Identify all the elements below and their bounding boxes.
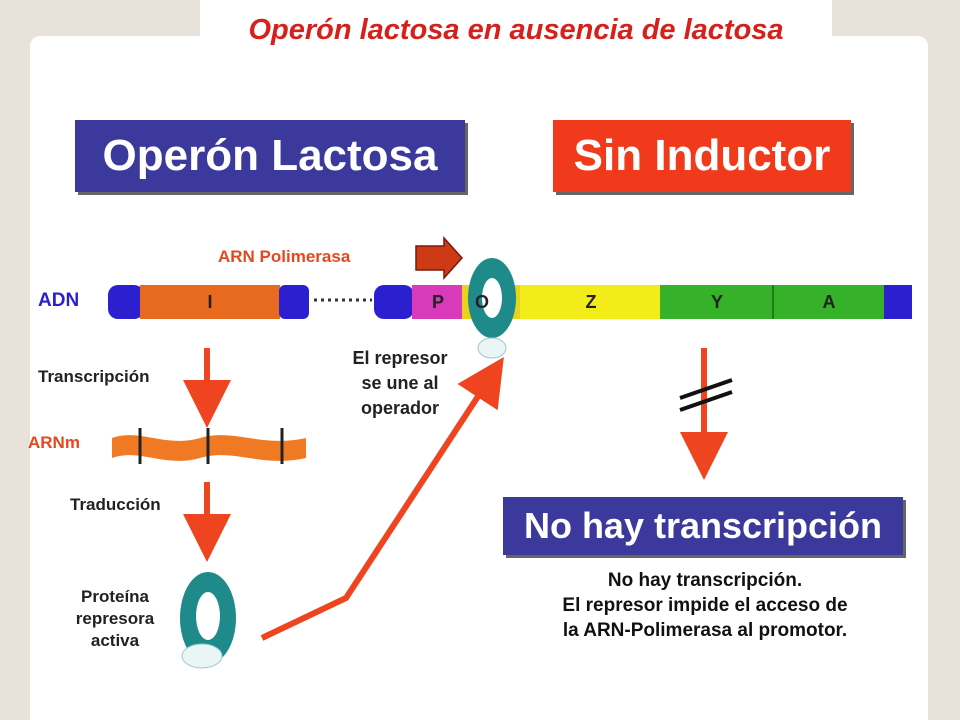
label-represor-line-2: se une al bbox=[361, 373, 439, 393]
dna-end-mid bbox=[279, 285, 309, 319]
label-adn: ADN bbox=[38, 290, 80, 311]
gene-p-block bbox=[412, 285, 464, 319]
label-arn-polimerasa: ARN Polimerasa bbox=[218, 247, 351, 266]
note-line-3: la ARN-Polimerasa al promotor. bbox=[562, 620, 848, 641]
gene-a-block bbox=[772, 285, 886, 319]
banner-operon-lactosa: Operón Lactosa bbox=[75, 120, 465, 192]
label-transcripcion: Transcripción bbox=[38, 367, 150, 386]
title-box bbox=[200, 0, 832, 96]
banner-no-transcripcion: No hay transcripción bbox=[503, 497, 903, 555]
label-proteina-line-1: Proteína bbox=[80, 587, 150, 606]
gene-i-block bbox=[140, 285, 280, 319]
note-line-2: El represor impide el acceso de bbox=[562, 595, 848, 616]
gene-y-label: Y bbox=[710, 291, 723, 312]
label-represor-line-1: El represor bbox=[352, 348, 448, 368]
gene-z-block bbox=[520, 285, 662, 319]
label-proteina-line-3: activa bbox=[90, 631, 140, 650]
gene-y-block bbox=[660, 285, 774, 319]
repressor-on-operator-icon bbox=[468, 258, 516, 359]
block-mark-2 bbox=[679, 390, 733, 412]
gene-o-label: O bbox=[474, 291, 489, 312]
gene-z-label: Z bbox=[585, 291, 597, 312]
banner-sin-inductor: Sin Inductor bbox=[553, 120, 851, 192]
gene-p-label: P bbox=[431, 291, 444, 312]
label-arnm: ARNm bbox=[28, 433, 80, 452]
label-proteina-represora: Proteína represora activa bbox=[50, 586, 180, 652]
gene-a-label: A bbox=[822, 291, 836, 312]
label-represor: El represor se une al operador bbox=[330, 346, 470, 421]
slide-title: Operón lactosa en ausencia de lactosa bbox=[248, 14, 784, 46]
repressor-protein-icon bbox=[180, 572, 236, 669]
gene-i-label: I bbox=[207, 291, 213, 312]
block-mark-1 bbox=[679, 378, 733, 400]
dna-end-right-start bbox=[374, 285, 414, 319]
dna-end-left bbox=[108, 285, 144, 319]
conclusion-note: No hay transcripción. El represor impide… bbox=[505, 568, 905, 643]
label-proteina-line-2: represora bbox=[75, 609, 155, 628]
note-line-1: No hay transcripción. bbox=[607, 570, 803, 591]
label-represor-line-3: operador bbox=[360, 398, 439, 418]
rna-polymerase-icon bbox=[415, 236, 464, 280]
binding-arrow bbox=[260, 356, 504, 641]
label-traduccion: Traducción bbox=[70, 495, 161, 514]
dna-end-right bbox=[884, 285, 912, 319]
